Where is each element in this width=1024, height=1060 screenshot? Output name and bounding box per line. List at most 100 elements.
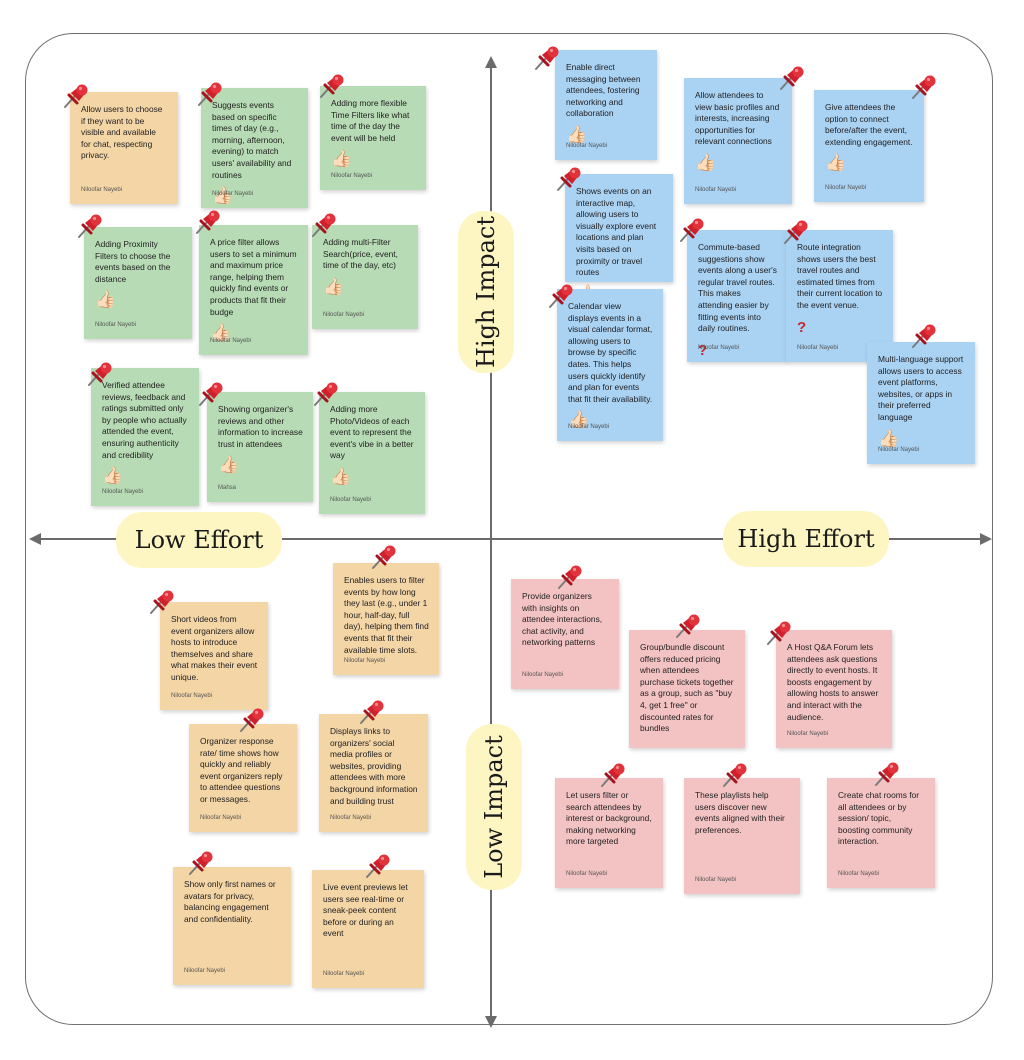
sticky-note[interactable]: A Host Q&A Forum lets attendees ask ques… [776,630,892,748]
sticky-note[interactable]: Adding more flexible Time Filters like w… [320,86,426,190]
note-text: Calendar view displays events in a visua… [568,301,653,404]
note-author: Niloofar Nayebi [344,657,386,664]
thumbs-up-icon: 👍🏻 [566,124,588,144]
pushpin-icon [187,849,215,877]
sticky-note[interactable]: Shows events on an interactive map, allo… [565,174,673,302]
thumbs-up-icon: 👍🏻 [218,455,240,475]
pushpin-icon [555,165,583,193]
thumbs-up-icon: 👍🏻 [695,152,717,172]
thumbs-up-icon: 👍🏻 [102,466,124,486]
sticky-note[interactable]: Give attendees the option to connect bef… [814,90,924,202]
note-text: Show only first names or avatars for pri… [184,879,276,924]
note-text: Organizer response rate/ time shows how … [200,736,283,804]
note-author: Niloofar Nayebi [695,876,737,883]
note-text: Enables users to filter events by how lo… [344,575,429,655]
sticky-note[interactable]: Calendar view displays events in a visua… [557,289,663,441]
note-text: Shows events on an interactive map, allo… [576,186,657,278]
sticky-note[interactable]: Show only first names or avatars for pri… [173,867,291,985]
sticky-note[interactable]: Displays links to organizers' social med… [319,714,428,832]
sticky-note[interactable]: Adding Proximity Filters to choose the e… [84,227,192,339]
note-author: Niloofar Nayebi [878,446,920,453]
sticky-note[interactable]: Let users filter or search attendees by … [555,778,663,888]
pushpin-icon [196,80,224,108]
pushpin-icon [873,760,901,788]
thumbs-up-icon: 👍🏻 [323,276,345,296]
note-author: Niloofar Nayebi [522,671,564,678]
note-author: Niloofar Nayebi [210,337,252,344]
note-text: Allow attendees to view basic profiles a… [695,90,780,147]
thumbs-up-icon: 👍🏻 [330,466,352,486]
sticky-note[interactable]: Live event previews let users see real-t… [312,870,424,988]
thumbs-up-icon: 👍🏻 [878,428,900,448]
note-author: Niloofar Nayebi [566,870,608,877]
sticky-note[interactable]: A price filter allows users to set a min… [199,225,308,355]
pushpin-icon [62,82,90,110]
sticky-note[interactable]: Allow attendees to view basic profiles a… [684,78,792,204]
pushpin-icon [556,563,584,591]
note-author: Mahsa [218,484,237,491]
sticky-note[interactable]: Organizer response rate/ time shows how … [189,724,297,832]
sticky-note[interactable]: Enable direct messaging between attendee… [555,50,657,160]
pushpin-icon [238,706,266,734]
sticky-note[interactable]: Allow users to choose if they want to be… [70,92,178,204]
note-author: Niloofar Nayebi [184,967,226,974]
sticky-note[interactable]: Create chat rooms for all attendees or b… [827,778,935,888]
pushpin-icon [194,208,222,236]
pushpin-icon [318,72,346,100]
low-effort-label: Low Effort [116,512,282,568]
note-author: Niloofar Nayebi [330,496,372,503]
note-author: Niloofar Nayebi [81,186,123,193]
sticky-note[interactable]: Route integration shows users the best t… [786,230,893,362]
note-text: Adding multi-Filter Search(price, event,… [323,237,398,271]
note-text: Create chat rooms for all attendees or b… [838,790,919,847]
pushpin-icon [910,73,938,101]
pushpin-icon [778,64,806,92]
thumbs-up-icon: 👍🏻 [331,149,353,169]
note-text: Enable direct messaging between attendee… [566,62,641,119]
sticky-note[interactable]: Provide organizers with insights on atte… [511,579,619,689]
sticky-note[interactable]: Short videos from event organizers allow… [160,602,268,710]
pushpin-icon [547,282,575,310]
high-impact-label: High Impact [472,215,500,369]
pushpin-icon [312,380,340,408]
note-text: Live event previews let users see real-t… [323,882,408,939]
note-text: Give attendees the option to connect bef… [825,102,913,147]
question-mark-icon: ? [797,318,807,336]
note-text: Allow users to choose if they want to be… [81,104,163,161]
note-author: Niloofar Nayebi [331,172,373,179]
note-text: These playlists help users discover new … [695,790,785,835]
thumbs-up-icon: 👍🏻 [212,186,234,206]
note-text: Route integration shows users the best t… [797,242,883,310]
sticky-note[interactable]: Enables users to filter events by how lo… [333,563,439,675]
sticky-note[interactable]: Commute-based suggestions show events al… [687,230,787,362]
sticky-note[interactable]: Verified attendee reviews, feedback and … [91,368,199,506]
sticky-note[interactable]: Adding multi-Filter Search(price, event,… [312,225,418,329]
note-text: Group/bundle discount offers reduced pri… [640,642,734,734]
pushpin-icon [533,44,561,72]
pushpin-icon [599,761,627,789]
note-text: Displays links to organizers' social med… [330,726,418,806]
note-text: Showing organizer's reviews and other in… [218,404,303,449]
note-author: Niloofar Nayebi [568,423,610,430]
sticky-note[interactable]: Showing organizer's reviews and other in… [207,392,313,502]
pushpin-icon [910,322,938,350]
note-author: Niloofar Nayebi [825,184,867,191]
sticky-note[interactable]: These playlists help users discover new … [684,778,800,894]
sticky-note[interactable]: Adding more Photo/Videos of each event t… [319,392,425,514]
note-text: Commute-based suggestions show events al… [698,242,777,334]
note-author: Niloofar Nayebi [838,870,880,877]
sticky-note[interactable]: Group/bundle discount offers reduced pri… [629,630,745,748]
pushpin-icon [86,360,114,388]
note-author: Niloofar Nayebi [566,142,608,149]
sticky-note[interactable]: Suggests events based on specific times … [201,88,308,208]
note-author: Niloofar Nayebi [698,344,740,351]
sticky-note[interactable]: Multi-language support allows users to a… [867,342,975,464]
note-text: A Host Q&A Forum lets attendees ask ques… [787,642,879,722]
thumbs-up-icon: 👍🏻 [210,323,232,343]
thumbs-up-icon: 👍🏻 [95,290,117,310]
pushpin-icon [782,218,810,246]
pushpin-icon [76,212,104,240]
note-text: Provide organizers with insights on atte… [522,591,603,648]
note-author: Niloofar Nayebi [797,344,839,351]
note-text: Short videos from event organizers allow… [171,614,258,682]
